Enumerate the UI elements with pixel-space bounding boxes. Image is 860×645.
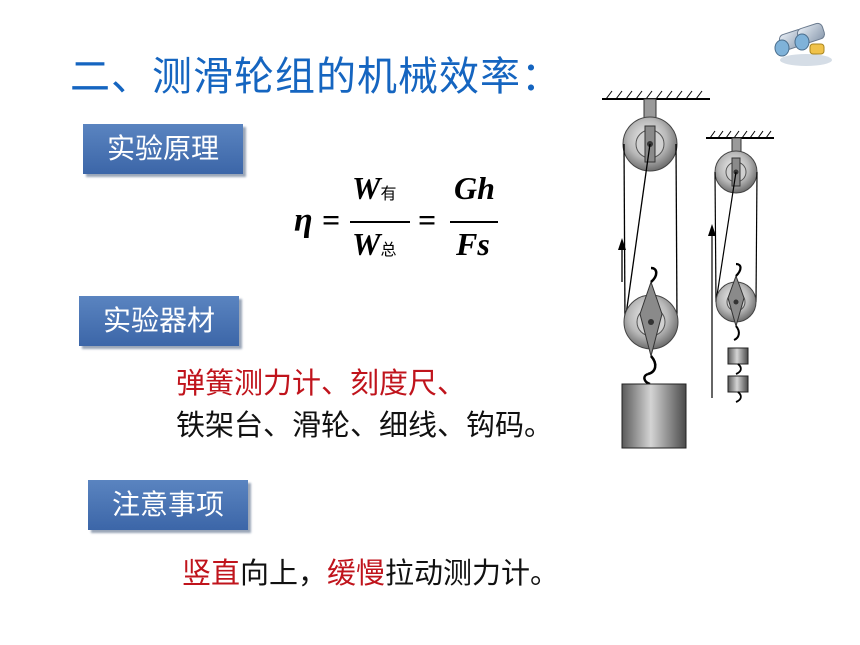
notes-slowly: 缓慢	[327, 556, 386, 590]
pulley-diagram	[602, 90, 774, 449]
notes-pull: 拉动测力计。	[385, 556, 560, 590]
fraction-line-2	[450, 221, 498, 223]
equipment-line-1: 弹簧测力计、刻度尺、	[176, 366, 467, 400]
section-label-notes: 注意事项	[88, 480, 249, 530]
section-label-equipment: 实验器材	[79, 296, 240, 346]
binoculars-icon	[774, 22, 832, 66]
equipment-line-2: 铁架台、滑轮、细线、钩码。	[176, 408, 554, 442]
section-label-principle: 实验原理	[83, 124, 244, 174]
formula-den2: Fs	[456, 226, 490, 262]
formula-eta: η	[294, 202, 313, 239]
notes-line: 竖直向上，缓慢拉动测力计。	[182, 550, 559, 592]
formula-equals-2: =	[418, 202, 437, 238]
page-title: 二、测滑轮组的机械效率：	[70, 54, 562, 100]
formula-num2: Gh	[454, 170, 495, 206]
notes-vertical: 竖直	[182, 556, 241, 590]
formula-num1: W有	[352, 170, 397, 206]
formula-equals-1: =	[322, 202, 341, 238]
notes-upward: 向上，	[240, 556, 328, 590]
efficiency-formula: η = W有 W总 = Gh Fs	[290, 168, 510, 278]
formula-den1: W总	[352, 226, 397, 262]
fraction-line-1	[350, 221, 410, 223]
